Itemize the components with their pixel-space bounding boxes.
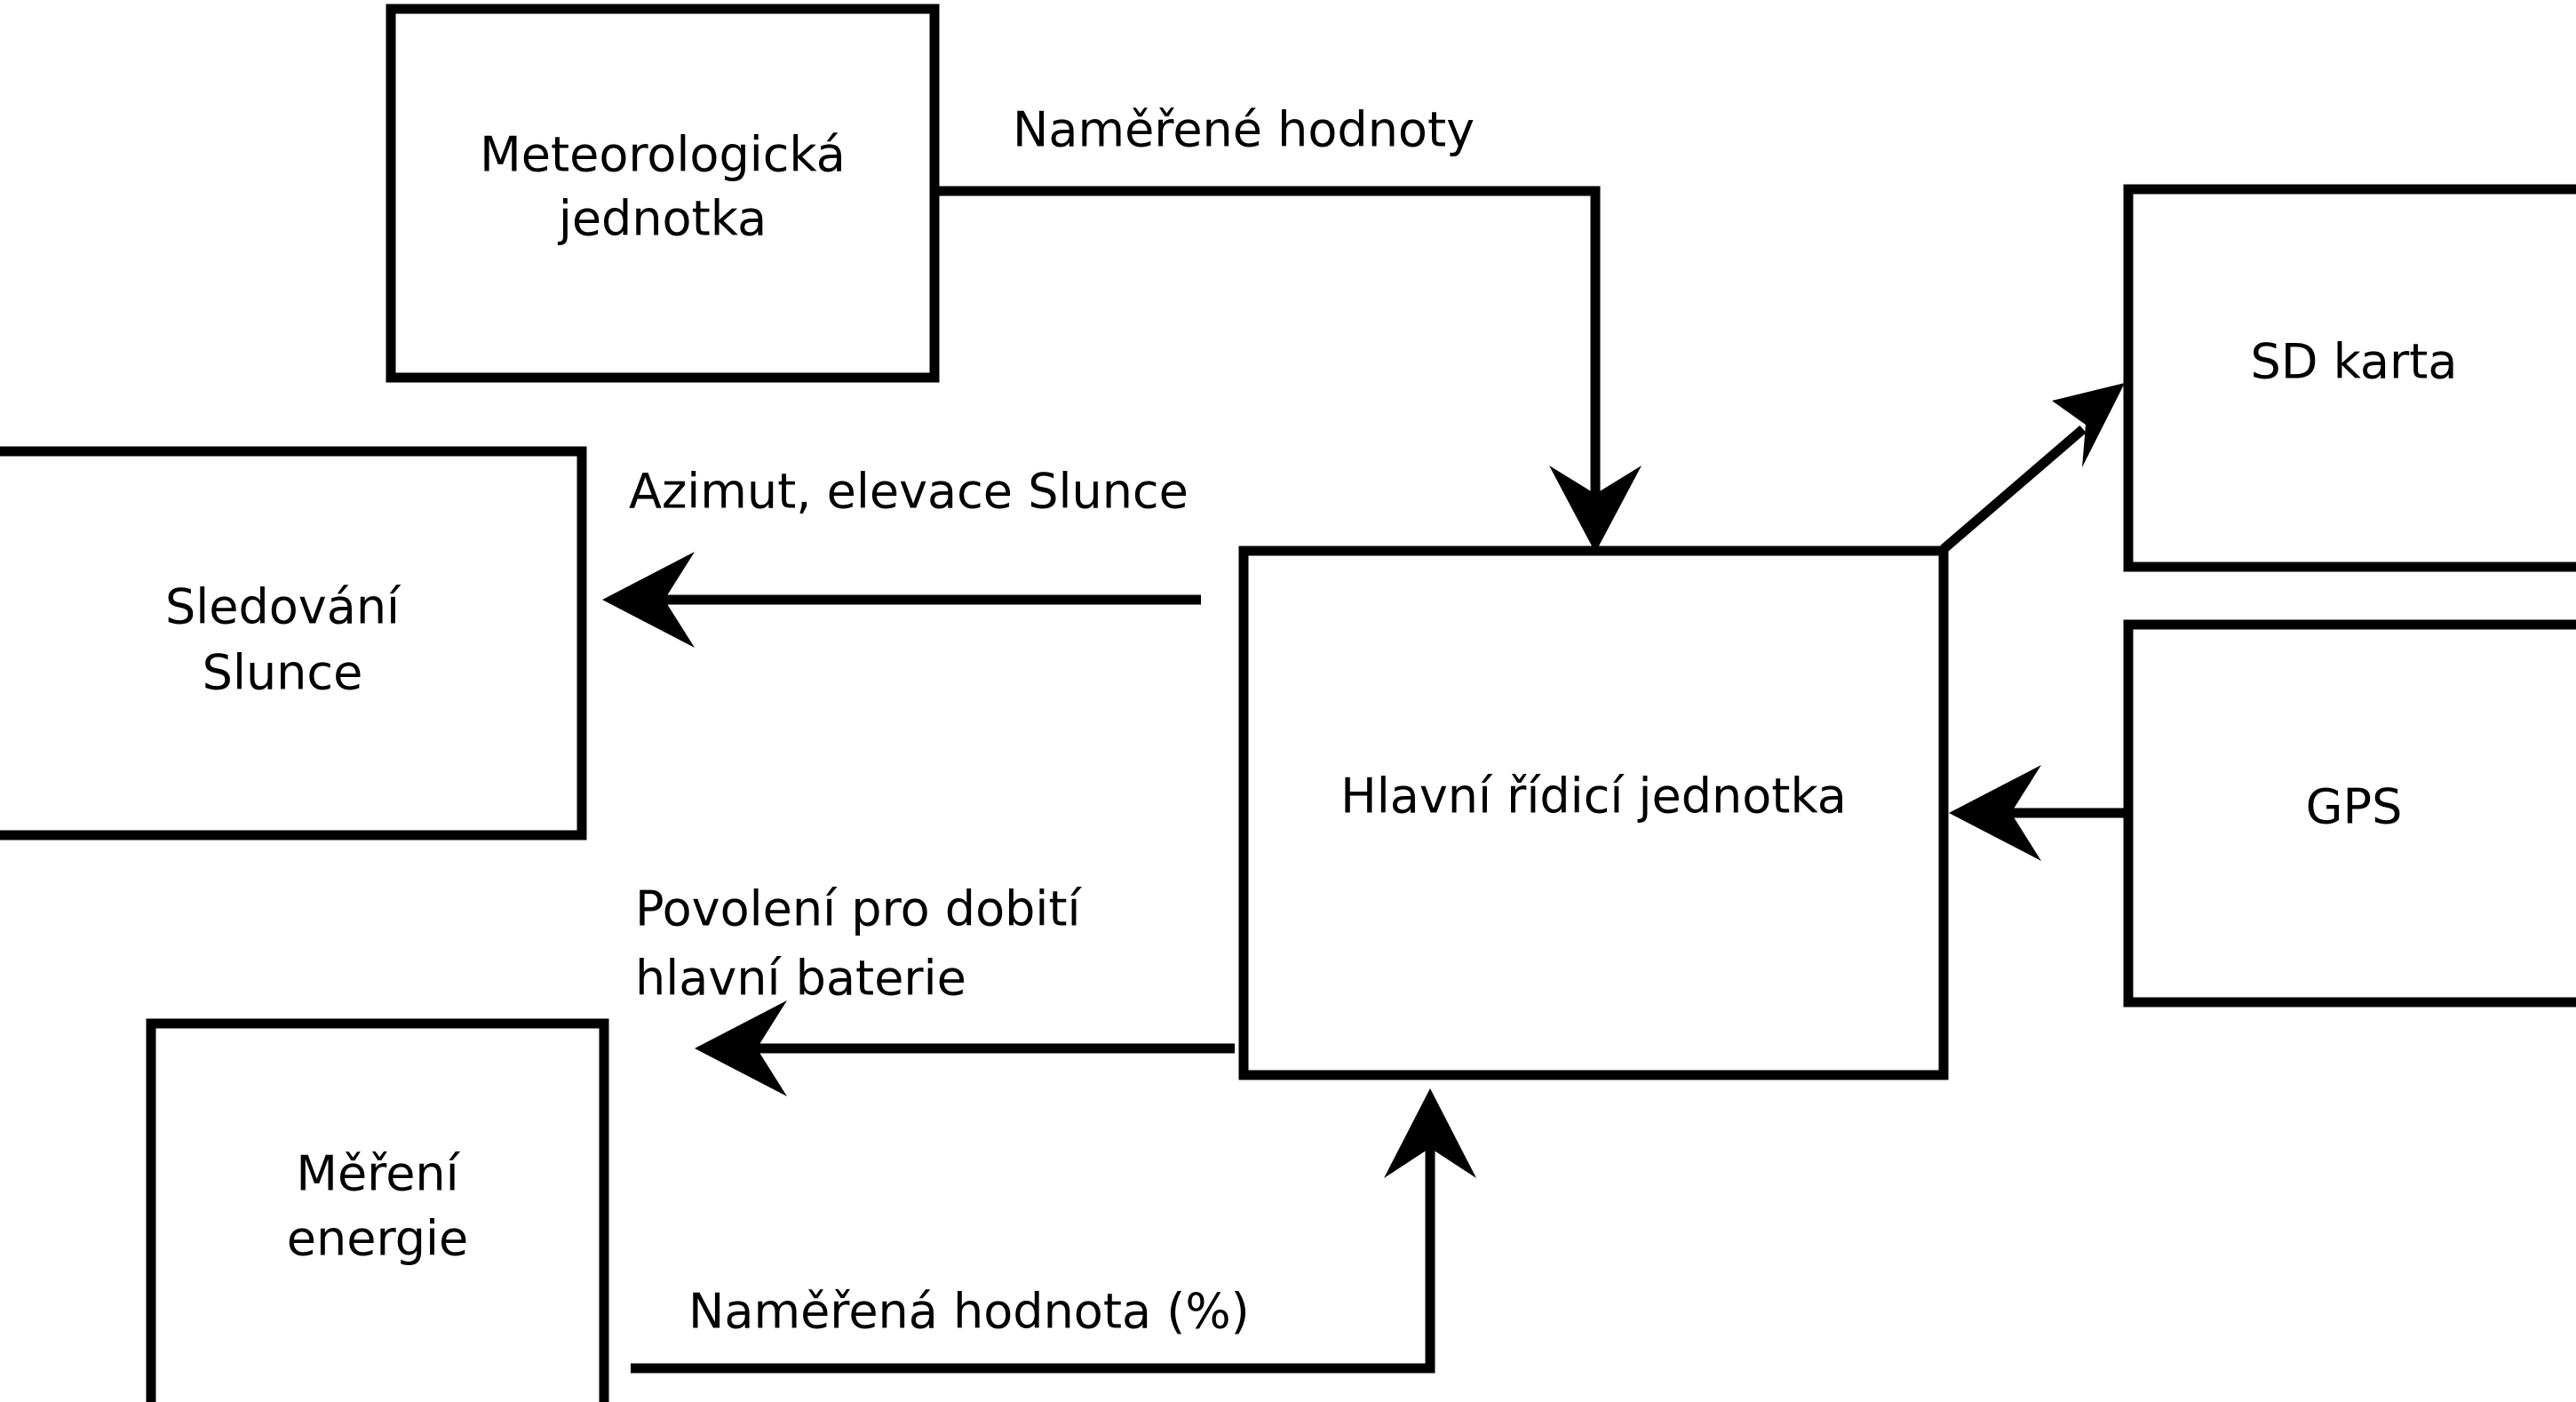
node-sd-card-box[interactable]: [2123, 184, 2576, 572]
edge-energy-to-main-line: [631, 1137, 1435, 1374]
arrow-head-up-main: [1384, 1088, 1476, 1178]
node-main-control-unit-label: Hlavní řídicí jednotka: [1340, 769, 1847, 824]
node-meteo-unit-box[interactable]: [386, 4, 940, 383]
arrow-head-left-main: [1949, 765, 2041, 861]
node-energy-measurement-label-line2: energie: [287, 1211, 468, 1267]
node-main-control-unit[interactable]: Hlavní řídicí jednotka: [1238, 546, 1949, 1080]
node-sd-card[interactable]: SD karta: [2123, 184, 2576, 572]
edge-label-measured-value-percent: Naměřená hodnota (%): [688, 1284, 1250, 1340]
edge-label-azimuth-elevation: Azimut, elevace Slunce: [629, 464, 1189, 520]
arrow-head-left-energy: [695, 1000, 787, 1096]
node-meteo-unit[interactable]: Meteorologická jednotka: [386, 4, 940, 383]
node-energy-measurement-label-line1: Měření: [296, 1146, 460, 1202]
node-meteo-unit-label-line2: jednotka: [558, 191, 767, 247]
node-sun-tracking-label-line1: Sledování: [165, 579, 402, 635]
edge-main-to-sd: [1940, 383, 2125, 554]
edge-energy-to-main: [631, 1088, 1476, 1374]
edge-label-charge-permission-line1: Povolení pro dobití: [635, 881, 1083, 937]
edge-main-to-sun: [602, 552, 1201, 648]
arrow-head-down-main: [1549, 466, 1642, 553]
node-gps[interactable]: GPS: [2123, 619, 2576, 1008]
node-gps-box[interactable]: [2123, 619, 2576, 1008]
edge-main-to-energy: [695, 1000, 1235, 1096]
node-sun-tracking-box[interactable]: [0, 446, 587, 840]
node-energy-measurement-box[interactable]: [146, 1018, 609, 1402]
edge-meteo-to-main-line: [939, 186, 1601, 533]
edge-label-charge-permission-line2: hlavní baterie: [635, 951, 966, 1007]
node-gps-label: GPS: [2306, 779, 2403, 835]
node-sd-card-label: SD karta: [2251, 334, 2458, 390]
node-sun-tracking[interactable]: Sledování Slunce: [0, 446, 587, 840]
edge-main-to-sd-line: [1940, 425, 2087, 554]
arrow-head-diagonal-sd: [2052, 383, 2125, 467]
node-main-control-unit-box[interactable]: [1238, 546, 1949, 1080]
edge-label-measured-values: Naměřené hodnoty: [1013, 102, 1475, 158]
edge-meteo-to-main: [939, 186, 1642, 553]
arrow-head-left-sun: [602, 552, 695, 648]
node-meteo-unit-label-line1: Meteorologická: [480, 127, 846, 183]
node-energy-measurement[interactable]: Měření energie: [146, 1018, 609, 1402]
edge-gps-to-main: [1949, 765, 2125, 861]
node-sun-tracking-label-line2: Slunce: [203, 645, 363, 701]
